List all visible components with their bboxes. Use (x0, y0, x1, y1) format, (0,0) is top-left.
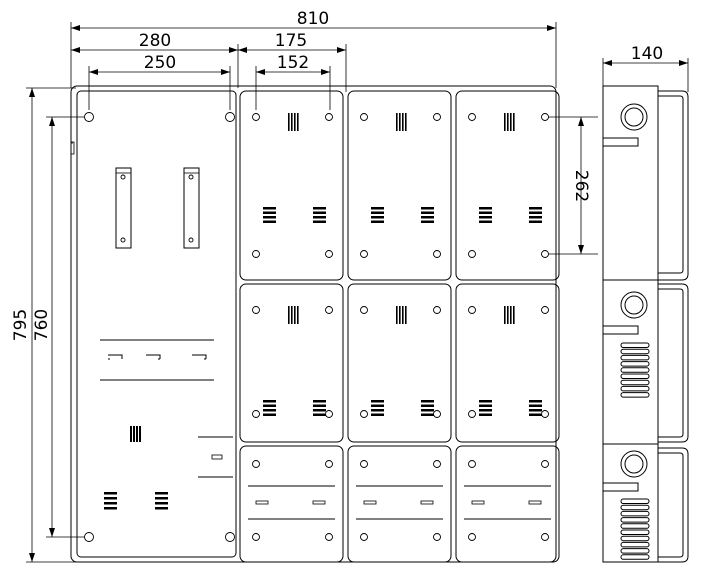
meter-module (239, 283, 344, 443)
dimension-175-label: 175 (275, 31, 307, 51)
terminal-block (529, 207, 542, 223)
dimension-250-label: 250 (144, 53, 176, 73)
dimension-total-height: 795 (11, 87, 76, 563)
terminal-block (104, 492, 117, 510)
mount-hole (541, 250, 549, 258)
mount-hole (541, 113, 549, 121)
mount-hole (468, 410, 476, 418)
left-panel (84, 112, 235, 542)
dimension-left-width: 280 (71, 31, 239, 88)
dimension-795-label: 795 (11, 309, 31, 341)
terminal-block (263, 400, 276, 416)
mount-hole (541, 410, 549, 418)
mount-hole (84, 532, 94, 542)
terminal-block (313, 400, 326, 416)
meter-slot (504, 113, 515, 131)
breaker-module (455, 445, 560, 563)
terminal-block (421, 400, 434, 416)
mount-hole (84, 112, 94, 122)
dimension-152-label: 152 (277, 53, 309, 73)
terminal-block (263, 207, 276, 223)
meter-slot (288, 113, 299, 131)
mount-hole (468, 460, 476, 468)
mount-hole (325, 460, 333, 468)
mount-hole (325, 306, 333, 314)
mount-hole (325, 250, 333, 258)
mount-hole (360, 460, 368, 468)
mount-hole (225, 112, 235, 122)
mount-hole (433, 113, 441, 121)
dimension-side-depth: 140 (602, 44, 689, 92)
mount-hole (325, 533, 333, 541)
mount-hole (541, 306, 549, 314)
mount-hole (433, 306, 441, 314)
terminal-block (371, 400, 384, 416)
mount-hole (325, 113, 333, 121)
side-ribs (620, 342, 650, 560)
mount-hole (360, 306, 368, 314)
mount-hole (225, 532, 235, 542)
mount-hole (468, 533, 476, 541)
mount-hole (252, 113, 260, 121)
dimension-module-hole-spacing: 152 (255, 53, 331, 110)
dimension-total-width: 810 (70, 9, 557, 88)
mount-hole (468, 306, 476, 314)
meter-module (455, 283, 560, 443)
breaker-module (239, 445, 344, 563)
meter-slot (396, 306, 407, 324)
dimension-hole-vertical-spacing: 760 (32, 116, 89, 538)
dimension-module-width: 175 (238, 31, 347, 92)
side-module-middle (602, 283, 689, 443)
side-view (602, 85, 689, 563)
mount-hole (360, 410, 368, 418)
dimension-module-hole-vertical: 262 (541, 116, 598, 255)
mount-hole (325, 410, 333, 418)
mount-hole (252, 410, 260, 418)
dimension-262-label: 262 (571, 170, 591, 202)
terminal-block (421, 207, 434, 223)
mount-hole (360, 533, 368, 541)
mount-hole (541, 460, 549, 468)
front-view (70, 85, 557, 563)
meter-slot (396, 113, 407, 131)
mount-hole (252, 460, 260, 468)
mount-hole (468, 250, 476, 258)
mount-hole (360, 113, 368, 121)
mount-hole (252, 533, 260, 541)
terminal-block (479, 207, 492, 223)
meter-slot (130, 426, 141, 442)
side-module-bottom (602, 447, 689, 563)
terminal-block (313, 207, 326, 223)
dimension-280-label: 280 (139, 31, 171, 51)
meter-module (347, 90, 452, 281)
mount-hole (433, 533, 441, 541)
dimension-140-label: 140 (631, 44, 663, 64)
mount-hole (433, 460, 441, 468)
mount-hole (252, 250, 260, 258)
terminal-block (529, 400, 542, 416)
mount-hole (252, 306, 260, 314)
mount-hole (541, 533, 549, 541)
meter-modules (239, 90, 560, 563)
mount-hole (433, 410, 441, 418)
dimension-left-hole-spacing: 250 (88, 53, 231, 110)
terminal-block (371, 207, 384, 223)
dimension-810-label: 810 (297, 9, 329, 29)
dimension-760-label: 760 (32, 309, 52, 341)
meter-module (239, 90, 344, 281)
meter-module (455, 90, 560, 281)
mount-hole (360, 250, 368, 258)
mount-hole (468, 113, 476, 121)
meter-slot (504, 306, 515, 324)
terminal-block (479, 400, 492, 416)
mount-hole (433, 250, 441, 258)
breaker-module (347, 445, 452, 563)
terminal-block (155, 492, 168, 510)
side-module-top (602, 90, 689, 281)
vertical-bracket (183, 167, 200, 249)
meter-module (347, 283, 452, 443)
meter-slot (288, 306, 299, 324)
vertical-bracket (115, 167, 132, 249)
